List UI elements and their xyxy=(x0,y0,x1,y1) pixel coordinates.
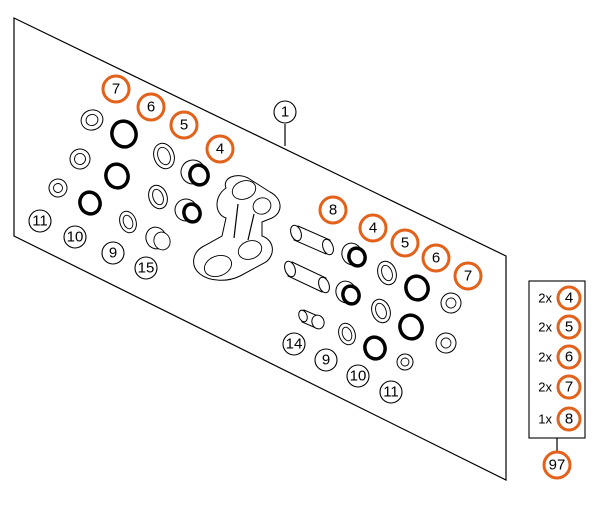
part-bearing-right-row2 xyxy=(435,332,457,354)
callout-right-8: 8 xyxy=(318,195,348,225)
part-ring-right-row2 xyxy=(371,298,391,324)
assembly-callout: 1 xyxy=(273,100,297,124)
part-washer-right-9 xyxy=(338,322,356,346)
svg-text:7: 7 xyxy=(464,268,472,285)
kit-item-6: 2x 6 xyxy=(538,344,582,370)
svg-text:2x: 2x xyxy=(538,350,552,365)
callout-right-4: 4 xyxy=(358,213,388,243)
callout-right-7: 7 xyxy=(453,261,483,291)
svg-text:1x: 1x xyxy=(538,412,552,427)
svg-text:6: 6 xyxy=(147,99,155,116)
part-sleeve-left-15 xyxy=(145,226,171,251)
svg-text:5: 5 xyxy=(565,319,573,336)
svg-text:14: 14 xyxy=(286,336,303,353)
callout-left-11: 11 xyxy=(28,209,52,233)
part-washer-left-9 xyxy=(119,210,137,234)
part-bushing-left-4 xyxy=(180,159,210,187)
callout-right-14: 14 xyxy=(282,332,306,356)
svg-text:9: 9 xyxy=(322,352,330,369)
svg-text:15: 15 xyxy=(138,260,155,277)
svg-text:2x: 2x xyxy=(538,380,552,395)
svg-text:5: 5 xyxy=(180,117,188,134)
part-small-bearing-left-11 xyxy=(48,178,68,198)
part-seal-right-6 xyxy=(404,274,430,302)
svg-text:11: 11 xyxy=(383,384,399,401)
assembly-callout-label: 1 xyxy=(281,104,289,121)
svg-text:10: 10 xyxy=(67,229,84,246)
kit-item-4: 2x 4 xyxy=(538,285,582,311)
svg-text:11: 11 xyxy=(32,213,48,230)
part-bearing-left-row2 xyxy=(69,148,91,170)
callout-left-6: 6 xyxy=(136,92,166,122)
callout-left-5: 5 xyxy=(169,110,199,140)
kit-item-7: 2x 7 xyxy=(538,374,582,400)
callout-left-15: 15 xyxy=(134,256,158,280)
svg-text:8: 8 xyxy=(565,411,573,428)
part-bushing-left-row2 xyxy=(174,198,202,224)
kit-item-8: 1x 8 xyxy=(538,406,582,432)
assembly-plate-outline xyxy=(13,17,507,481)
part-seal-right-10 xyxy=(363,335,387,361)
svg-text:4: 4 xyxy=(369,220,377,237)
kit-box: 2x 4 2x 5 2x 6 2x 7 1x 8 97 xyxy=(528,280,586,480)
part-seal-left-10 xyxy=(78,190,102,216)
part-seal-right-row2 xyxy=(398,313,424,341)
callout-right-10: 10 xyxy=(346,364,370,388)
svg-text:7: 7 xyxy=(565,379,573,396)
kit-callout-97: 97 xyxy=(542,450,572,480)
callout-left-4: 4 xyxy=(205,134,235,164)
callout-left-7: 7 xyxy=(101,74,131,104)
callout-right-9: 9 xyxy=(314,348,338,372)
svg-text:97: 97 xyxy=(549,457,566,474)
callout-right-6: 6 xyxy=(421,243,451,273)
callout-left-9: 9 xyxy=(101,241,125,265)
svg-text:7: 7 xyxy=(112,81,120,98)
svg-text:4: 4 xyxy=(565,290,573,307)
part-bearing-right-7 xyxy=(440,292,462,314)
part-seal-left-6 xyxy=(110,119,138,149)
part-linkage-lever xyxy=(193,175,281,281)
part-pin-8-upper xyxy=(290,224,334,256)
kit-item-5: 2x 5 xyxy=(538,314,582,340)
svg-text:6: 6 xyxy=(432,250,440,267)
svg-text:8: 8 xyxy=(329,202,337,219)
part-ring-left-row2 xyxy=(148,184,168,210)
callout-right-5: 5 xyxy=(390,228,420,258)
svg-text:2x: 2x xyxy=(538,291,552,306)
part-seal-left-row2 xyxy=(104,162,130,190)
svg-text:6: 6 xyxy=(565,349,573,366)
callout-left-10: 10 xyxy=(63,225,87,249)
part-bearing-left-7 xyxy=(80,109,104,131)
part-ring-left-5 xyxy=(153,142,175,170)
part-bushing-right-row2 xyxy=(335,280,361,306)
svg-text:5: 5 xyxy=(401,235,409,252)
part-ring-right-5 xyxy=(377,260,397,286)
part-sleeve-right-14 xyxy=(298,309,325,330)
callout-right-11: 11 xyxy=(379,380,403,404)
svg-text:4: 4 xyxy=(216,141,224,158)
svg-text:10: 10 xyxy=(350,368,367,385)
part-small-bearing-right-11 xyxy=(396,353,414,371)
part-bushing-right-4 xyxy=(341,242,367,268)
part-pin-8-lower xyxy=(284,260,330,294)
svg-text:9: 9 xyxy=(109,245,117,262)
svg-text:2x: 2x xyxy=(538,320,552,335)
